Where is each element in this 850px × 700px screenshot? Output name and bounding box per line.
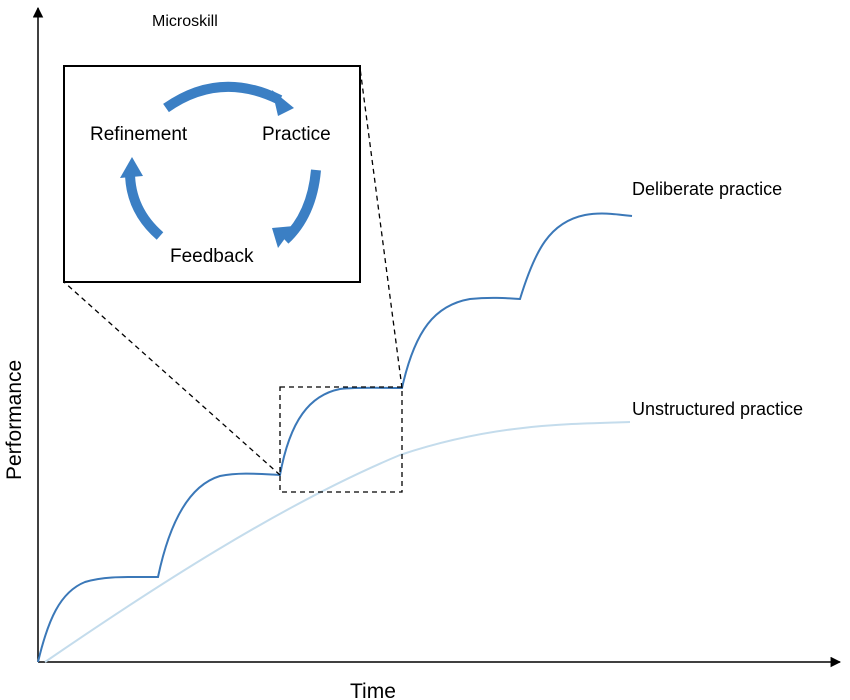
cycle-arrow-refinement-to-practice <box>163 81 294 116</box>
cycle-label-feedback: Feedback <box>170 246 254 267</box>
zoom-connector-left <box>63 281 281 476</box>
cycle-arrow-practice-to-feedback <box>272 169 321 248</box>
deliberate-practice-curve <box>37 212 633 663</box>
x-axis-title: Time <box>350 680 396 700</box>
unstructured-practice-curve <box>44 421 631 663</box>
series-label-deliberate: Deliberate practice <box>632 179 782 199</box>
cycle-label-refinement: Refinement <box>90 124 188 145</box>
inset-title: Microskill <box>152 13 218 30</box>
series-label-unstructured: Unstructured practice <box>632 399 803 419</box>
y-axis-title: Performance <box>3 360 26 480</box>
zoom-region-box <box>279 386 403 493</box>
cycle-arrow-feedback-to-refinement <box>120 157 164 240</box>
zoom-connector-right <box>359 67 403 389</box>
cycle-label-practice: Practice <box>262 124 331 145</box>
